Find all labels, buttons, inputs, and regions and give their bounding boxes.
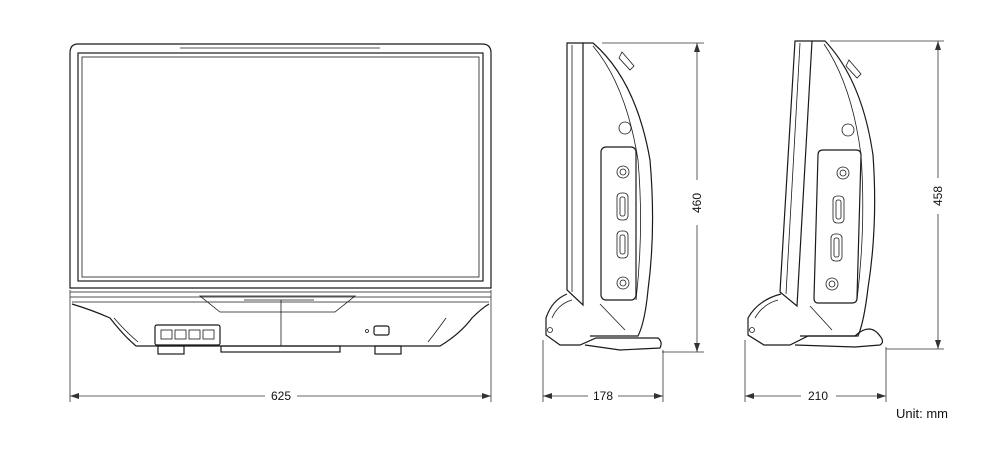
side1-depth-arrow-left [543, 393, 552, 399]
side1-panel-front [566, 42, 584, 307]
base-left-curve [113, 317, 139, 343]
side1-top-tab [618, 51, 635, 71]
side1-hdmi-port-2 [616, 230, 629, 259]
front-center-trim [198, 295, 357, 313]
usb-port-panel [154, 324, 221, 346]
side1-port-panel [600, 146, 637, 301]
side1-port-round-top-inner [619, 168, 627, 176]
side1-height-label: 460 [690, 193, 704, 213]
side2-stand [747, 293, 884, 348]
side2-back-inner [823, 43, 864, 301]
side2-port-round-top [836, 166, 850, 180]
usb-port-2 [174, 329, 187, 340]
side2-bezel-line [785, 42, 801, 295]
unit-label: Unit: mm [896, 406, 948, 421]
side2-hdmi-port-1 [832, 195, 845, 224]
side1-port-round-top [616, 165, 630, 179]
side2-hdmi-port-2 [830, 233, 843, 262]
side2-height-label: 458 [931, 186, 945, 206]
front-view: 625 [69, 43, 492, 403]
side2-depth-arrow-left [745, 393, 754, 399]
side2-top-tab [845, 59, 862, 79]
side1-back-shell [583, 42, 654, 337]
side1-hdmi-port-1-inner [619, 196, 626, 217]
side-view-2: 458 210 [744, 40, 945, 403]
side2-hdmi-port-2-inner [833, 237, 840, 258]
side2-port-round-bottom [825, 277, 839, 291]
front-screen [77, 52, 484, 282]
side-view-1: 460 178 [542, 42, 704, 403]
side2-stand-strut [809, 305, 833, 331]
side1-stand-curve [551, 299, 573, 319]
power-button [373, 325, 390, 336]
side2-panel-front [779, 40, 813, 308]
side1-depth-arrow-right [654, 393, 663, 399]
side2-depth-label: 210 [808, 389, 828, 403]
side1-stand [545, 293, 662, 351]
side2-hdmi-port-1-inner [835, 199, 842, 220]
side1-port-round-bottom [616, 276, 630, 290]
width-arrow-right [482, 393, 491, 399]
side2-port-panel [813, 149, 862, 304]
usb-port-3 [188, 329, 201, 340]
side1-port-round-bottom-inner [619, 279, 627, 287]
power-led [365, 329, 369, 333]
front-width-label: 625 [271, 389, 291, 403]
side1-height-arrow-top [694, 43, 700, 52]
side1-hdmi-port-2-inner [619, 234, 626, 255]
side2-height-arrow-top [935, 41, 941, 50]
side1-depth-label: 178 [593, 389, 613, 403]
side1-hdmi-port-1 [616, 192, 629, 221]
side2-height-arrow-bottom [935, 340, 941, 349]
front-screen-inner [81, 56, 480, 278]
side2-back-shell [800, 40, 876, 337]
side1-back-inner [592, 45, 641, 301]
usb-port-1 [160, 329, 173, 340]
side1-screw-hole [618, 121, 632, 135]
side2-port-round-top-inner [839, 169, 847, 177]
side2-depth-arrow-right [877, 393, 886, 399]
width-arrow-left [70, 393, 79, 399]
front-foot-left [157, 345, 185, 355]
side1-stand-knob [547, 327, 553, 333]
side2-port-round-bottom-inner [828, 280, 836, 288]
side2-stand-knob [749, 327, 755, 333]
base-right-curve [427, 317, 447, 343]
usb-port-4 [202, 329, 215, 340]
side2-stand-curve [754, 299, 779, 319]
front-foot-right [374, 345, 402, 355]
side1-stand-strut [599, 303, 626, 331]
side1-height-arrow-bottom [694, 343, 700, 352]
front-foot-center [220, 345, 341, 353]
side2-screw-hole [841, 123, 855, 137]
front-bezel-outer [69, 43, 492, 289]
front-base [71, 303, 490, 347]
